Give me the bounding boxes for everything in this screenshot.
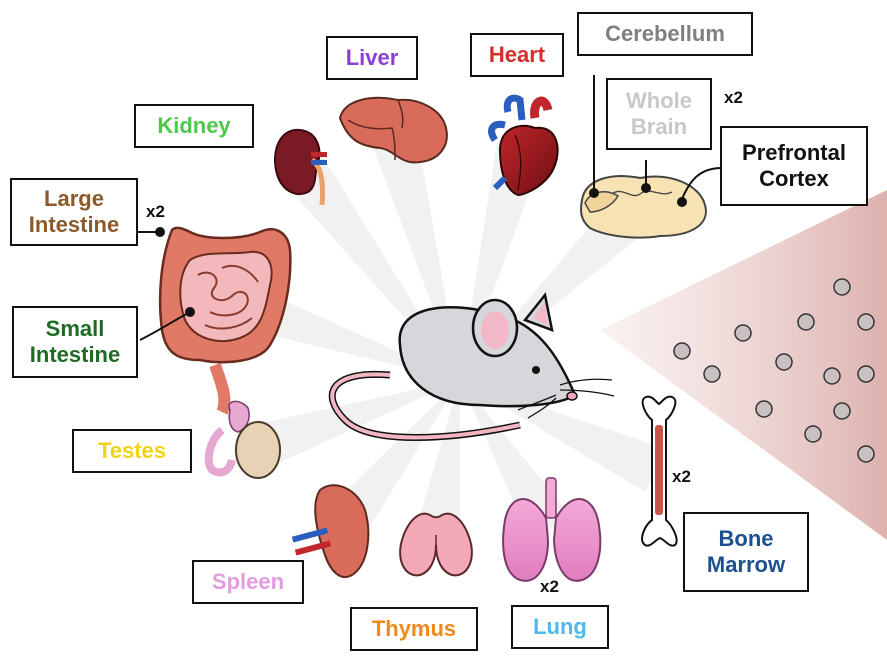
marrow-cell bbox=[798, 314, 814, 330]
marrow-cell bbox=[858, 314, 874, 330]
testes-icon bbox=[209, 401, 280, 478]
marrow-cell bbox=[824, 368, 840, 384]
marrow-cell bbox=[858, 446, 874, 462]
multiplier-brain: x2 bbox=[724, 88, 743, 108]
marrow-cell bbox=[735, 325, 751, 341]
marrow-cell bbox=[805, 426, 821, 442]
multiplier-lung: x2 bbox=[540, 577, 559, 597]
marrow-cell bbox=[834, 279, 850, 295]
label-kidney: Kidney bbox=[134, 104, 254, 148]
intestine-icon bbox=[138, 227, 290, 412]
label-thymus: Thymus bbox=[350, 607, 478, 651]
label-testes: Testes bbox=[72, 429, 192, 473]
heart-icon bbox=[492, 98, 558, 195]
label-liver: Liver bbox=[326, 36, 418, 80]
label-heart: Heart bbox=[470, 33, 564, 77]
marrow-cell bbox=[776, 354, 792, 370]
label-lung: Lung bbox=[511, 605, 609, 649]
marrow-cell bbox=[858, 366, 874, 382]
multiplier-large-intestine: x2 bbox=[146, 202, 165, 222]
multiplier-bone: x2 bbox=[672, 467, 691, 487]
liver-icon bbox=[340, 98, 447, 163]
label-cerebellum: Cerebellum bbox=[577, 12, 753, 56]
thymus-icon bbox=[400, 514, 472, 576]
marrow-cell bbox=[834, 403, 850, 419]
marrow-cell bbox=[674, 343, 690, 359]
marrow-cell bbox=[704, 366, 720, 382]
marrow-cell bbox=[756, 401, 772, 417]
label-spleen: Spleen bbox=[192, 560, 304, 604]
